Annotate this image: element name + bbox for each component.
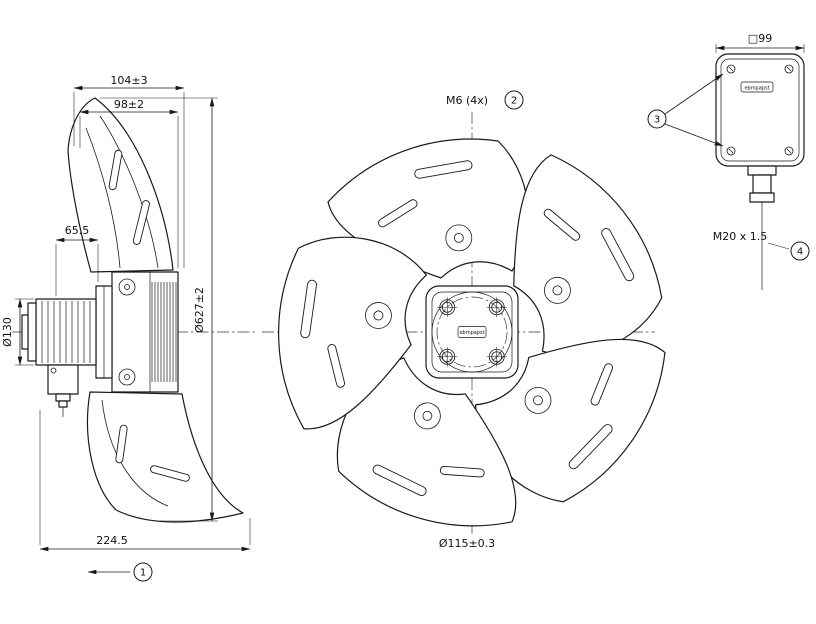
dim-gland-label: M20 x 1.5: [713, 230, 767, 243]
dim-impeller-dia-label: Ø627±2: [193, 287, 206, 333]
dim-depth-outer-label: 104±3: [110, 74, 147, 87]
dim-box-size-label: □99: [748, 32, 772, 45]
terminal-box-lid: [720, 58, 800, 162]
blade-mount-bolt: [118, 278, 136, 296]
blade-mount-bolt-center: [124, 284, 130, 290]
dim-depth-inner-label: 98±2: [114, 98, 144, 111]
dim-overall-label: 224.5: [96, 534, 128, 547]
blade-slot: [132, 200, 150, 245]
blade-mount-bolt: [118, 368, 136, 386]
terminal-box-screw: [50, 367, 57, 374]
rotor-block: [111, 271, 179, 393]
hub-outer-square: [425, 285, 519, 379]
callout-4-circle: [790, 241, 810, 261]
callout-3-circle: [647, 109, 667, 129]
box-logo-text: ebmpapst: [744, 86, 769, 92]
mounting-bolt: [437, 346, 458, 367]
callout-4-label: 4: [797, 247, 803, 258]
blade-sweep-line: [85, 127, 121, 269]
impeller: ebmpapst: [243, 134, 703, 574]
blade-slot: [115, 424, 128, 464]
callout-1-label: 1: [140, 568, 146, 579]
blade-sweep-line: [101, 399, 169, 507]
dim-motor-offset-label: 65.5: [65, 224, 90, 237]
mounting-bolt: [486, 346, 507, 367]
screw-leader-arrow: [664, 73, 724, 115]
mounting-bolt: [486, 297, 507, 318]
hub-circle: [431, 291, 513, 373]
hub: ebmpapst: [425, 285, 519, 379]
lid-screw: [726, 146, 736, 156]
lid-screw: [726, 64, 736, 74]
cable-gland-collar: [55, 393, 71, 402]
box-logo-plate: [740, 81, 774, 93]
hub-logo-plate: [457, 326, 487, 338]
gland-collar: [747, 165, 777, 176]
motor-rib-fins: [41, 301, 91, 363]
dim-pitch-circle-label: Ø115±0.3: [439, 537, 495, 550]
blade-sweep-line: [99, 115, 159, 269]
screw-leader-arrow: [664, 123, 724, 147]
lid-screw: [784, 64, 794, 74]
side-view: 104±3 98±2 65.5 Ø130 Ø627±2 224.5 1: [1, 74, 258, 582]
mounting-bolt: [437, 297, 458, 318]
front-view: ebmpapst M6 (4x) 2 Ø115±0.3: [243, 90, 703, 574]
callout-3-label: 3: [654, 115, 660, 126]
dim-thread-label: M6 (4x): [446, 94, 488, 107]
blade-slot: [108, 149, 123, 191]
bolt-circle: [436, 296, 508, 368]
motor-terminal-box: [47, 364, 79, 395]
lid-screw: [784, 146, 794, 156]
callout-2-circle: [504, 90, 524, 110]
callout-2-label: 2: [511, 96, 517, 107]
dim-motor-dia-label: Ø130: [1, 317, 14, 347]
hub-logo-text: ebmpapst: [459, 330, 484, 336]
gland-body: [752, 174, 772, 194]
blade-profile-bottom: [86, 391, 244, 523]
rotor-rib-fins: [151, 282, 177, 382]
motor-end-cap: [27, 302, 37, 362]
blade-mount-bolt-center: [124, 374, 130, 380]
gland-nut: [749, 192, 775, 203]
gland-leader: [767, 242, 790, 250]
motor-end-hub: [21, 314, 29, 350]
blade-profile-top: [67, 97, 174, 273]
callout-1-circle: [133, 562, 153, 582]
cable-gland-body: [58, 400, 68, 408]
terminal-box-view: □99 ebmpapst 3 M20 x 1.5 4: [647, 32, 810, 290]
blade-slot: [150, 465, 190, 482]
